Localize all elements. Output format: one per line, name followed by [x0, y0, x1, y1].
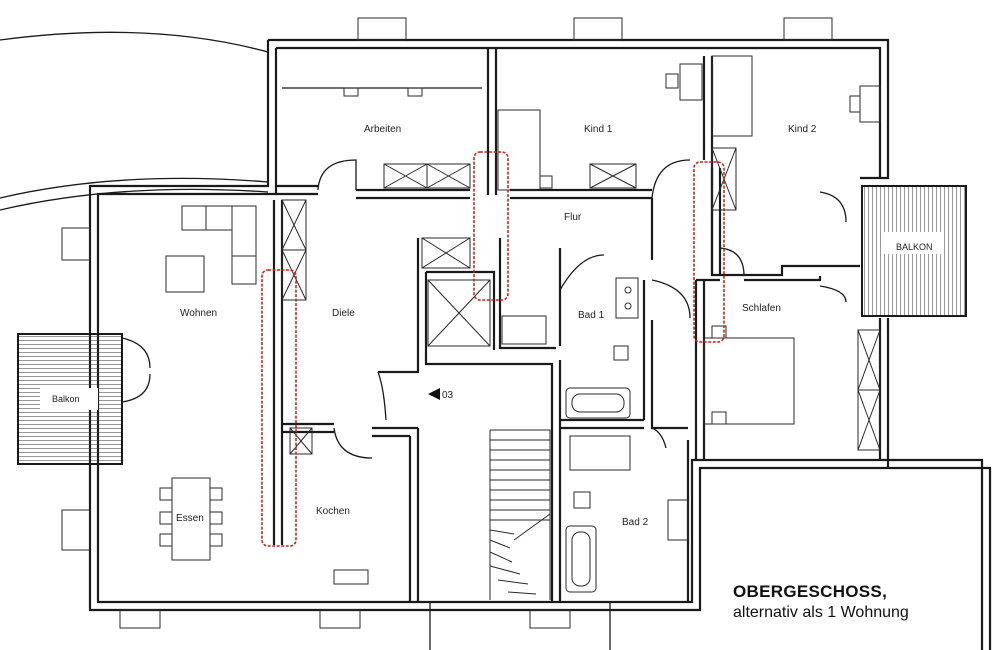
- furniture: [159, 55, 881, 600]
- site-outline: [0, 31, 269, 211]
- label-balkon-right: BALKON: [896, 242, 933, 252]
- label-wohnen: Wohnen: [180, 308, 217, 319]
- label-diele: Diele: [332, 308, 355, 319]
- outer-walls: [88, 38, 992, 650]
- label-bad1: Bad 1: [578, 310, 605, 321]
- wall-opening-markers: [261, 151, 725, 547]
- caption-title: OBERGESCHOSS,: [733, 582, 888, 601]
- label-bad2: Bad 2: [622, 517, 649, 528]
- built-in-cabinets: [281, 147, 881, 455]
- label-kind1: Kind 1: [584, 124, 613, 135]
- label-stair: 03: [442, 390, 454, 401]
- balcony-left: [17, 333, 123, 465]
- label-essen: Essen: [176, 513, 204, 524]
- plan-caption: OBERGESCHOSS, alternativ als 1 Wohnung: [733, 582, 909, 622]
- doors: [121, 159, 847, 459]
- label-kochen: Kochen: [316, 506, 350, 517]
- label-kind2: Kind 2: [788, 124, 817, 135]
- label-schlafen: Schlafen: [742, 303, 781, 314]
- label-flur: Flur: [564, 212, 582, 223]
- label-arbeiten: Arbeiten: [364, 124, 401, 135]
- stair-arrow-icon: [428, 388, 440, 400]
- label-balkon-left: Balkon: [52, 394, 80, 404]
- interior-walls: [272, 48, 860, 602]
- windows: [61, 17, 833, 629]
- caption-subtitle: alternativ als 1 Wohnung: [733, 604, 909, 621]
- balcony-right: [861, 185, 967, 317]
